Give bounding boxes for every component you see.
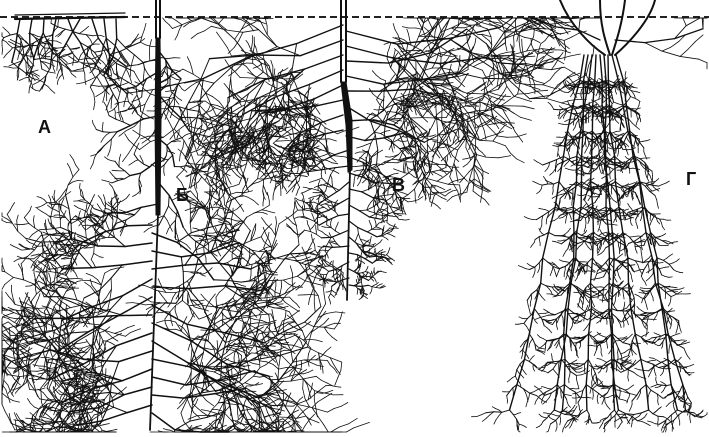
label-g: Г — [686, 170, 696, 188]
label-a: А — [38, 118, 51, 136]
root-system-g — [472, 0, 708, 432]
label-v: В — [392, 176, 405, 194]
root-system-a — [2, 13, 180, 120]
label-b: Б — [176, 186, 189, 204]
